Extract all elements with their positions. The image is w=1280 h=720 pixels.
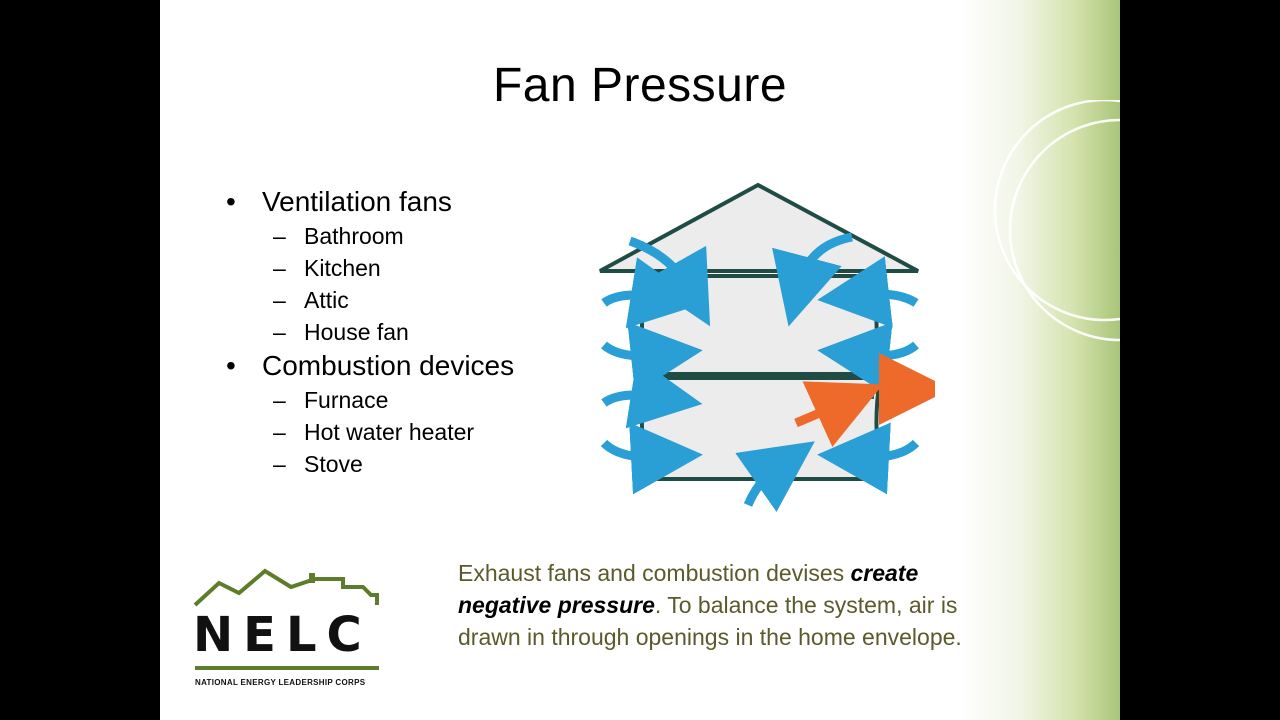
caption-part1: Exhaust fans and combustion devises — [458, 560, 851, 586]
slide-title: Fan Pressure — [492, 59, 788, 112]
nelc-logo: NELC NATIONAL ENERGY LEADERSHIP CORPS — [193, 565, 393, 695]
air-arrow — [600, 422, 703, 495]
decorative-rings — [993, 100, 1120, 342]
caption-emphasis: create negative pressure — [458, 560, 919, 618]
air-arrow — [601, 357, 703, 429]
subitem-furnace: Furnace — [220, 384, 514, 416]
logo-underline — [195, 666, 379, 670]
subitem-kitchen: Kitchen — [220, 252, 514, 284]
air-arrow — [772, 232, 853, 327]
slide: Fan Pressure Ventilation fans Bathroom K… — [160, 0, 1120, 720]
air-arrow — [601, 257, 703, 329]
bullet-ventilation-fans: Ventilation fans — [220, 184, 514, 220]
caption-text: Exhaust fans and combustion devises crea… — [458, 557, 978, 653]
roof-outline — [599, 182, 919, 273]
logo-subtitle: NATIONAL ENERGY LEADERSHIP CORPS — [195, 678, 366, 687]
subitem-bathroom: Bathroom — [220, 220, 514, 252]
air-arrow — [817, 256, 919, 328]
air-arrow — [735, 441, 815, 512]
subitem-attic: Attic — [220, 284, 514, 316]
subitem-hot-water-heater: Hot water heater — [220, 416, 514, 448]
exhaust-arrows — [794, 353, 935, 447]
logo-wordmark: NELC — [193, 607, 372, 663]
bullet-list: Ventilation fans Bathroom Kitchen Attic … — [220, 184, 514, 480]
bullet-combustion-devices: Combustion devices — [220, 348, 514, 384]
air-arrow — [601, 322, 703, 394]
caption-part2: . To balance the system, air is drawn in… — [458, 592, 962, 650]
house-pressure-diagram — [599, 182, 935, 512]
logo-rooftops-icon — [193, 568, 379, 607]
exhaust-arrow — [794, 381, 883, 447]
subitem-house-fan: House fan — [220, 316, 514, 348]
upper-floor-outline — [635, 274, 885, 376]
air-arrow — [817, 422, 920, 495]
subitem-stove: Stove — [220, 448, 514, 480]
